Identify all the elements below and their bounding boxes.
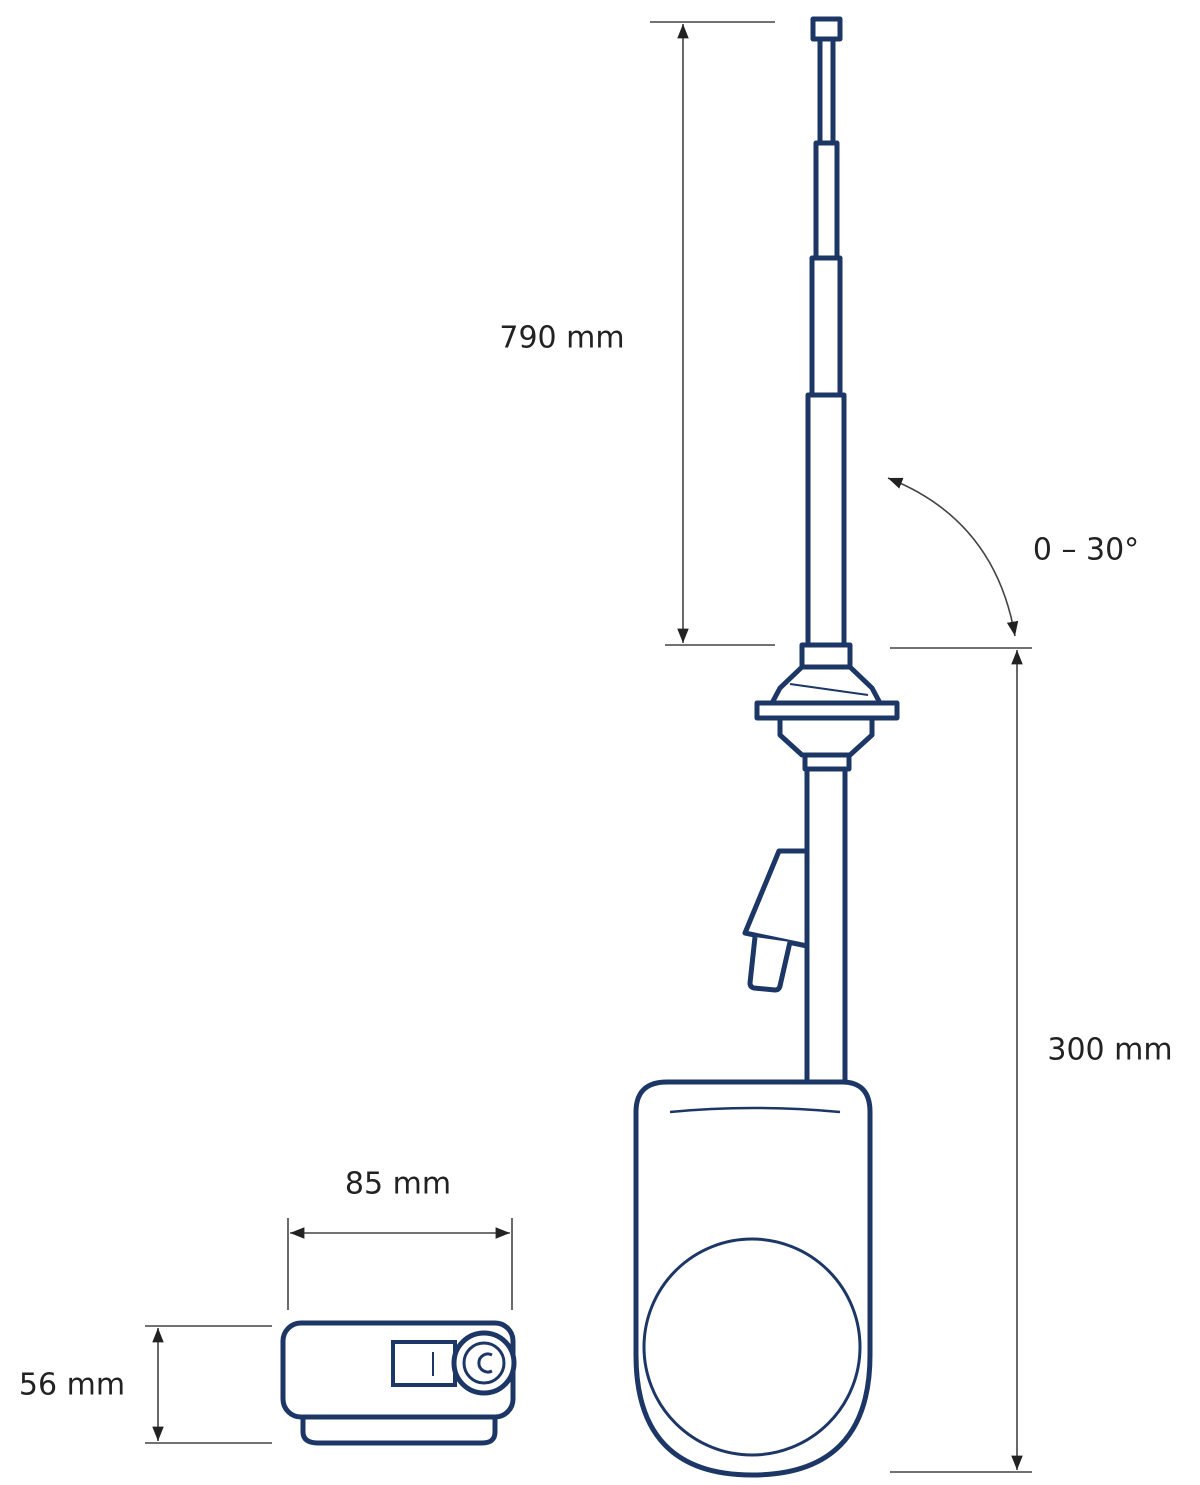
mount-height-label: 300 mm bbox=[1047, 1032, 1173, 1068]
antenna-mast bbox=[805, 16, 847, 650]
control-unit bbox=[280, 1320, 517, 1446]
antenna-pivot-joint bbox=[754, 642, 900, 772]
dimension-control-width bbox=[287, 1218, 513, 1310]
dimension-tilt-arc bbox=[887, 477, 1019, 637]
antenna-length-label: 790 mm bbox=[499, 320, 625, 356]
cable-connector bbox=[742, 848, 810, 949]
motor-housing bbox=[633, 1079, 873, 1478]
control-height-label: 56 mm bbox=[18, 1367, 126, 1403]
dimension-control-height bbox=[145, 1325, 272, 1444]
dimension-mount-height bbox=[890, 647, 1032, 1473]
tilt-angle-label: 0 – 30° bbox=[1032, 532, 1140, 568]
dimension-antenna-length bbox=[650, 21, 775, 646]
connector-plug bbox=[747, 936, 793, 993]
mount-pole bbox=[742, 766, 848, 1087]
control-width-label: 85 mm bbox=[344, 1166, 452, 1202]
